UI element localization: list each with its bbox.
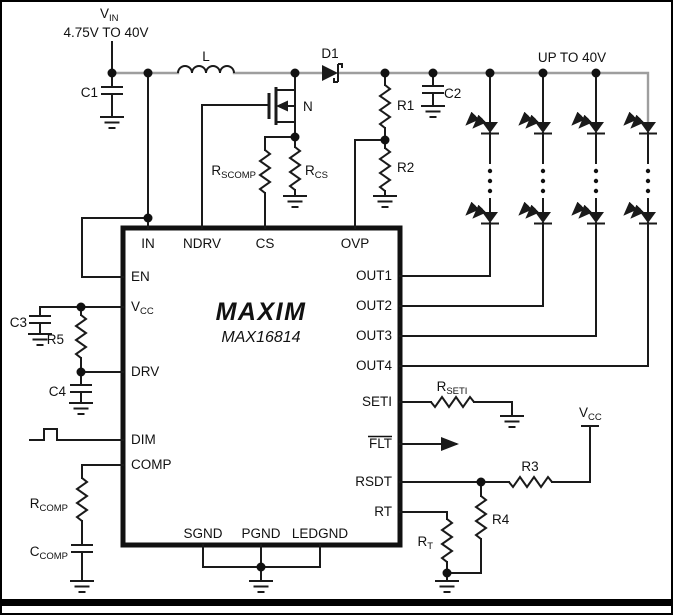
inductor-l: L — [177, 49, 235, 74]
vcc-net: C3 — [10, 306, 124, 346]
pin-label-ovp: OVP — [341, 236, 370, 251]
dim-pulse-waveform — [29, 428, 124, 441]
pin-label-vcc: VCC — [131, 299, 154, 317]
rcs-label: RCS — [305, 163, 328, 181]
pin-label-dim: DIM — [131, 432, 156, 447]
pin-label-flt: FLT — [369, 436, 392, 451]
ovp-wire — [354, 139, 386, 229]
c2-label: C2 — [444, 86, 461, 101]
vcc-rail-label: VCC — [579, 405, 602, 423]
rseti-label: RSETI — [437, 379, 468, 397]
comp-network: RCOMP CCOMP — [30, 464, 124, 593]
ic-body — [120, 225, 403, 548]
footer-bar — [2, 599, 671, 606]
pin-label-sgnd: SGND — [183, 526, 222, 541]
pin-label-seti: SETI — [362, 394, 392, 409]
in-en-wires — [81, 72, 149, 278]
led-string-2 — [399, 72, 552, 307]
r2-label: R2 — [397, 160, 414, 175]
pin-label-pgnd: PGND — [241, 526, 280, 541]
pin-label-ndrv: NDRV — [183, 236, 221, 251]
rscomp-label: RSCOMP — [211, 163, 256, 181]
pin-label-in: IN — [141, 236, 155, 251]
junction-dots — [76, 68, 601, 578]
d1-label: D1 — [321, 46, 338, 61]
vin-terminal: VIN 4.75V TO 40V — [63, 6, 149, 74]
maxim-logo: MAXIM — [216, 298, 307, 326]
rt-resistor-label: RT — [417, 534, 433, 552]
ccomp-label: CCOMP — [30, 544, 68, 562]
r5-label: R5 — [47, 332, 64, 347]
r1-label: R1 — [397, 98, 414, 113]
r3-label: R3 — [521, 459, 538, 474]
pin-label-rsdt: RSDT — [355, 474, 392, 489]
pin-label-ledgnd: LEDGND — [292, 526, 349, 541]
pin-label-out3: OUT3 — [356, 328, 392, 343]
l-label: L — [202, 49, 210, 64]
rcomp-label: RCOMP — [30, 496, 68, 514]
pin-label-out2: OUT2 — [356, 298, 392, 313]
ground-net — [202, 544, 321, 593]
vin-range-label: 4.75V TO 40V — [63, 25, 148, 40]
led-string-4 — [399, 115, 657, 367]
mosfet-label: N — [303, 99, 313, 114]
pin-label-drv: DRV — [131, 364, 159, 379]
pin-label-comp: COMP — [131, 457, 172, 472]
pin-label-out1: OUT1 — [356, 268, 392, 283]
led-rail-label: UP TO 40V — [538, 50, 606, 65]
c3-label: C3 — [10, 315, 27, 330]
pin-label-cs: CS — [256, 236, 275, 251]
cap-c1: C1 — [81, 72, 125, 129]
resistor-rscomp: RSCOMP — [211, 136, 296, 229]
vin-label: VIN — [100, 6, 119, 24]
r4-label: R4 — [492, 512, 510, 527]
pin-label-rt: RT — [374, 504, 392, 519]
rsdt-network: R3 VCC — [399, 405, 602, 488]
rseti-network: RSETI — [399, 379, 525, 428]
mosfet-n: N — [201, 72, 313, 138]
c1-label: C1 — [81, 85, 98, 100]
ic-labels: MAXIM MAX16814 IN NDRV CS OVP EN VCC DRV… — [131, 236, 392, 541]
led-string-1 — [399, 72, 499, 277]
pin-label-en: EN — [131, 269, 150, 284]
pin-label-out4: OUT4 — [356, 358, 392, 373]
part-number: MAX16814 — [221, 329, 300, 346]
c4-label: C4 — [49, 384, 67, 399]
led-string-3 — [399, 72, 605, 337]
diode-d1: D1 — [321, 46, 343, 83]
